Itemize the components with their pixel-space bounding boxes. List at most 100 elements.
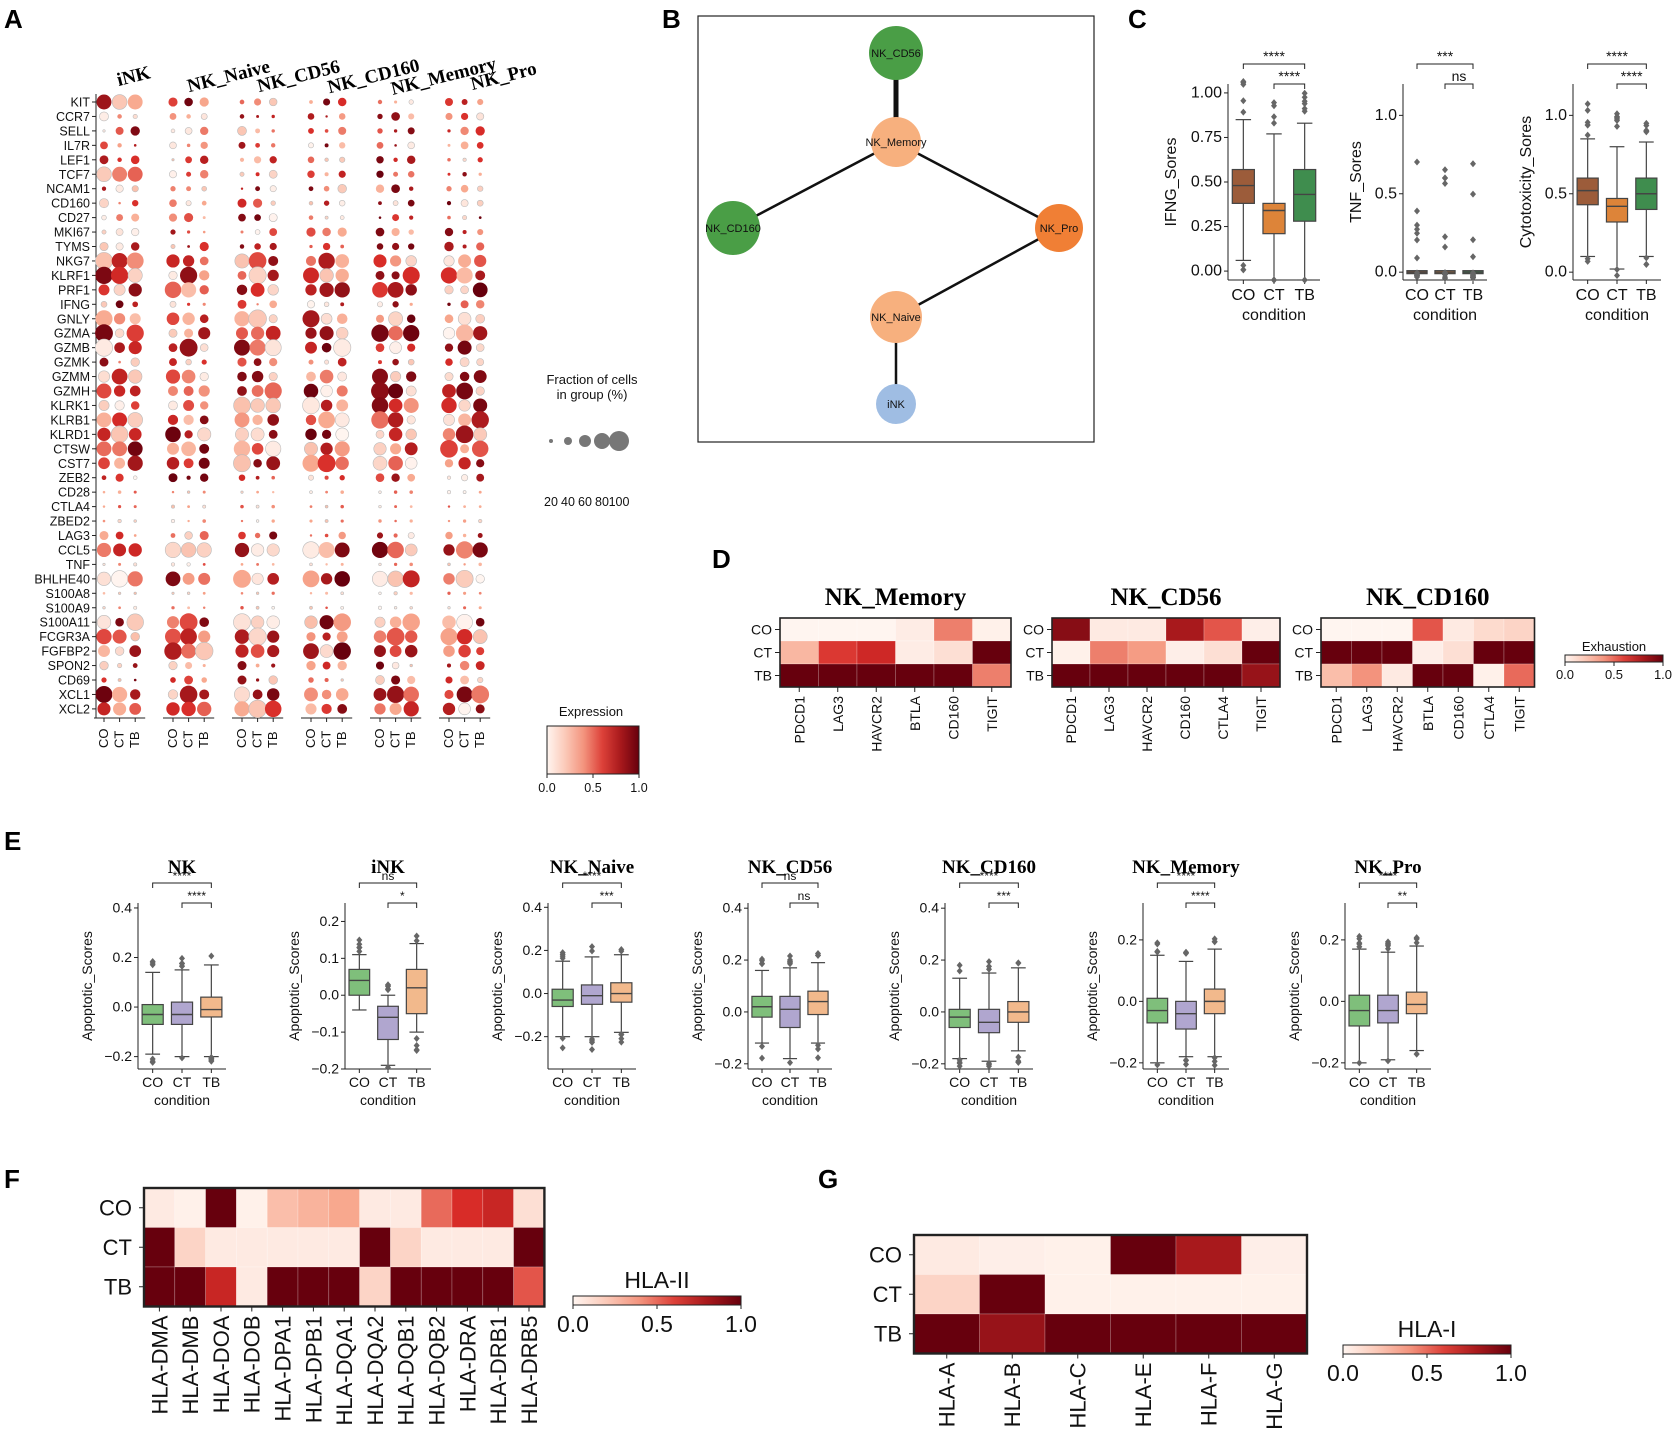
outlier xyxy=(1015,1058,1022,1066)
col-label: PDCD1 xyxy=(1328,696,1344,744)
dot xyxy=(307,156,315,164)
dot xyxy=(253,458,262,468)
significance-label: **** xyxy=(173,869,192,883)
outlier xyxy=(1356,939,1363,947)
y-axis-label: Apoptotic_Scores xyxy=(489,931,505,1041)
dot xyxy=(340,519,344,523)
outlier xyxy=(618,1035,625,1043)
dot xyxy=(97,370,111,383)
box xyxy=(1377,994,1399,1024)
y-tick-label: 0.1 xyxy=(320,950,340,966)
col-label: HLA-DRA xyxy=(455,1315,480,1412)
dot xyxy=(100,300,108,308)
row-label: TB xyxy=(1295,668,1313,684)
dot xyxy=(199,415,209,425)
outlier xyxy=(1414,254,1420,262)
x-tick-label: CT xyxy=(1177,1074,1196,1090)
dot xyxy=(393,490,398,494)
y-tick-label: 0.0 xyxy=(1320,993,1340,1009)
dot xyxy=(129,313,141,325)
dot xyxy=(112,166,128,182)
color-legend-bar xyxy=(546,725,640,775)
dot xyxy=(304,687,318,702)
x-tick-label: CO xyxy=(142,1074,163,1090)
dot xyxy=(240,606,244,610)
dot xyxy=(335,688,349,701)
dot xyxy=(96,412,112,428)
dot xyxy=(337,371,348,382)
col-label: HLA-DQA2 xyxy=(363,1316,388,1426)
dot xyxy=(405,255,417,267)
dot xyxy=(199,241,209,252)
dot xyxy=(476,199,484,207)
x-tick-label: CT xyxy=(781,1074,800,1090)
subplot-title: NK_CD160 xyxy=(942,857,1036,878)
dot xyxy=(387,412,404,428)
outlier xyxy=(1301,276,1308,284)
y-tick-label: 0.2 xyxy=(320,913,340,929)
dot xyxy=(126,324,144,342)
network-edge xyxy=(895,226,1060,319)
dot xyxy=(186,490,191,494)
dot xyxy=(126,613,144,631)
heatmap-cell xyxy=(297,1187,330,1228)
dot xyxy=(185,156,193,164)
dot xyxy=(166,442,180,455)
outlier xyxy=(1413,1050,1420,1058)
y-tick-label: 0.4 xyxy=(723,900,743,916)
outlier xyxy=(208,952,215,960)
heatmap-cell xyxy=(266,1227,299,1268)
dot xyxy=(266,543,280,557)
outlier xyxy=(413,932,420,940)
dot xyxy=(171,606,175,610)
dot xyxy=(255,605,260,610)
dot xyxy=(371,324,389,342)
dot xyxy=(394,519,397,523)
dot xyxy=(133,591,137,595)
x-tick-label: CT xyxy=(980,1074,999,1090)
dot xyxy=(460,300,469,309)
dot xyxy=(335,427,349,442)
heatmap-cell xyxy=(1473,663,1505,688)
dot xyxy=(168,213,178,222)
heatmap-cell xyxy=(420,1227,453,1268)
outlier xyxy=(356,943,363,951)
dot xyxy=(170,533,176,538)
dot xyxy=(237,661,247,671)
dot xyxy=(171,490,175,494)
dot xyxy=(184,127,193,135)
y-tick-label: 1.0 xyxy=(1545,107,1567,124)
dot xyxy=(187,606,191,610)
dot xyxy=(322,661,331,670)
heatmap-cell xyxy=(1175,1274,1242,1315)
x-tick-label: CT xyxy=(1263,287,1285,304)
outlier xyxy=(1356,932,1363,940)
dot xyxy=(475,313,486,324)
dot xyxy=(444,241,454,252)
dot xyxy=(96,441,112,457)
dot xyxy=(181,701,196,717)
outlier xyxy=(956,967,963,975)
dot xyxy=(392,200,399,206)
dot xyxy=(240,490,244,494)
dot xyxy=(409,505,413,508)
heatmap-cell xyxy=(1110,1313,1177,1354)
dot xyxy=(184,97,193,107)
dot xyxy=(447,302,451,307)
dot xyxy=(460,141,469,150)
heatmap-cell xyxy=(779,663,819,688)
row-label: CO xyxy=(1292,622,1313,638)
dot xyxy=(320,442,333,455)
dot xyxy=(271,663,276,668)
dot xyxy=(305,341,317,354)
dot xyxy=(118,591,122,595)
outlier xyxy=(1301,89,1308,97)
dot xyxy=(477,185,484,192)
dot xyxy=(166,616,180,629)
gene-label: MKI67 xyxy=(54,226,90,240)
dot xyxy=(250,615,265,629)
outlier xyxy=(759,1054,765,1062)
y-tick-label: 0.2 xyxy=(723,952,743,968)
dot xyxy=(198,630,211,643)
dot xyxy=(374,616,386,628)
